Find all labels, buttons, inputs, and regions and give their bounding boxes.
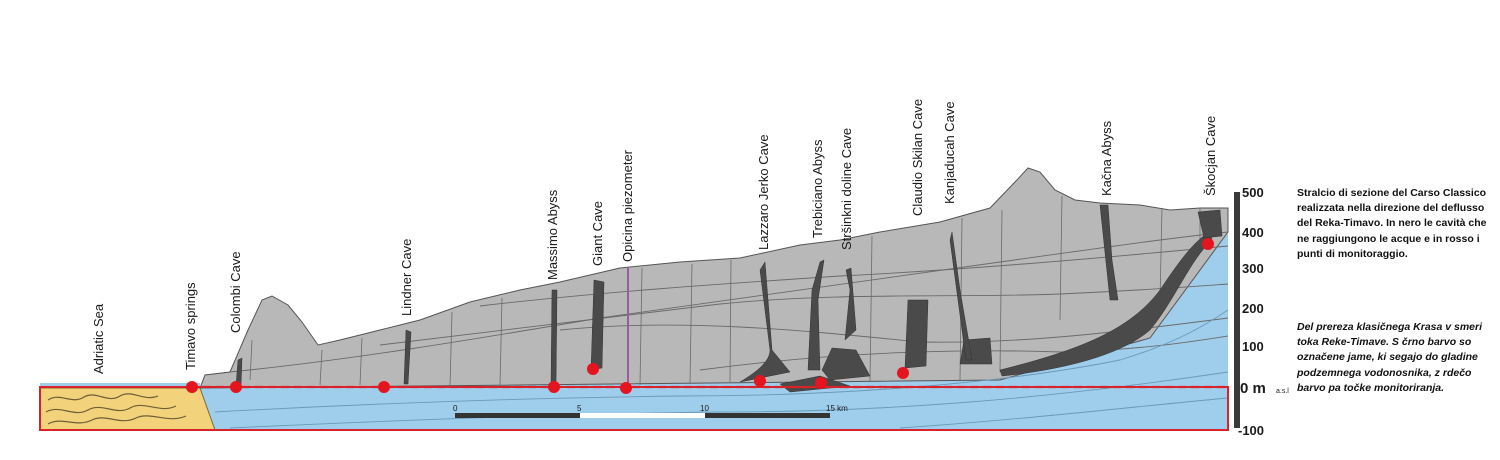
axis-tick-400: 400 (1242, 225, 1264, 240)
axis-asl-unit: a.s.l (1276, 388, 1289, 395)
axis-zero-label: 0 m (1240, 380, 1266, 397)
label-lazzaro-jerko-cave: Lazzaro Jerko Cave (756, 134, 771, 250)
label-skocjan-cave: Škocjan Cave (1203, 116, 1218, 196)
axis-tick-300: 300 (1242, 261, 1264, 276)
monitoring-points (186, 238, 1214, 394)
cave-labels: Adriatic Sea Timavo springs Colombi Cave… (91, 99, 1218, 374)
axis-tick-minus-100: -100 (1238, 423, 1264, 438)
label-timavo-springs: Timavo springs (183, 282, 198, 370)
monitoring-point-trebiciano (815, 377, 827, 389)
axis-tick-200: 200 (1242, 301, 1264, 316)
label-giant-cave: Giant Cave (590, 201, 605, 266)
monitoring-point-opicina (620, 382, 632, 394)
scale-tick-10: 10 (700, 404, 709, 413)
caption-slovenian: Del prereza klasičnega Krasa v smeri tok… (1297, 321, 1483, 394)
cave-conduits (235, 204, 1223, 393)
label-kacna-abyss: Kačna Abyss (1099, 120, 1114, 196)
axis-tick-500: 500 (1242, 185, 1264, 200)
elevation-axis: 500 400 300 200 100 0 m a.s.l -100 (1234, 185, 1289, 438)
monitoring-point-colombi (230, 381, 242, 393)
scale-tick-0: 0 (453, 404, 458, 413)
label-opicina-piezometer: Opicina piezometer (620, 149, 635, 262)
label-colombi-cave: Colombi Cave (228, 251, 243, 333)
aquifer-bedding-lines (214, 309, 1229, 429)
monitoring-point-lindner (378, 381, 390, 393)
monitoring-point-lazzaro (754, 375, 766, 387)
label-claudio-skilan-cave: Claudio Skilan Cave (910, 99, 925, 216)
monitoring-point-massimo (548, 381, 560, 393)
scale-tick-15-km: 15 km (826, 404, 848, 413)
karst-rock-massif (199, 167, 1229, 389)
label-kanjaducah-cave: Kanjaducah Cave (942, 101, 957, 204)
scale-tick-5: 5 (577, 404, 582, 413)
label-strsinkni-doline-cave: Stršinkni doline Cave (839, 128, 854, 250)
label-adriatic-sea: Adriatic Sea (91, 303, 106, 374)
monitoring-point-timavo (186, 381, 198, 393)
monitoring-point-giant (587, 363, 599, 375)
sediment-folds (45, 393, 187, 425)
label-massimo-abyss: Massimo Abyss (545, 189, 560, 280)
scale-bar: 0 5 10 15 km (453, 404, 848, 418)
section-frame (39, 386, 1229, 431)
monitoring-point-claudio (897, 367, 909, 379)
monitoring-point-skocjan (1202, 238, 1214, 250)
axis-tick-100: 100 (1242, 339, 1264, 354)
label-lindner-cave: Lindner Cave (399, 239, 414, 316)
caption-italian: Stralcio di sezione del Carso Classico r… (1297, 187, 1487, 260)
label-trebiciano-abyss: Trebiciano Abyss (810, 139, 825, 238)
